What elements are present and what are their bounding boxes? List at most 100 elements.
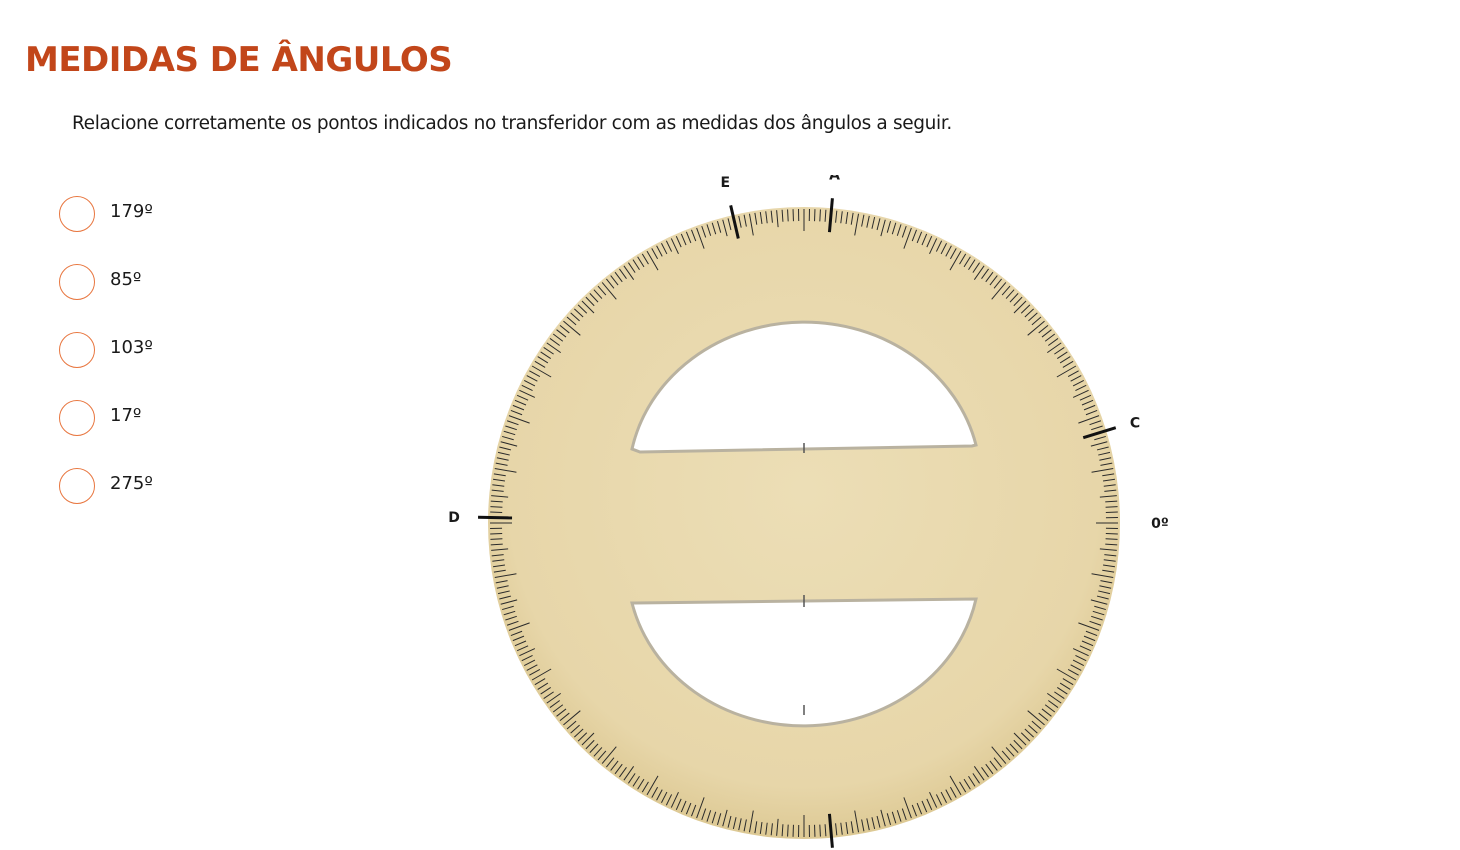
- scale-tick: [722, 219, 728, 237]
- scale-tick: [926, 235, 933, 248]
- scale-tick: [1057, 351, 1068, 359]
- scale-tick: [949, 250, 962, 271]
- scale-tick: [490, 506, 503, 508]
- answer-radio[interactable]: [59, 468, 95, 504]
- scale-tick: [949, 775, 962, 796]
- point-label: C: [1130, 415, 1140, 431]
- scale-tick: [1057, 687, 1068, 695]
- answer-radio[interactable]: [59, 196, 95, 232]
- scale-tick: [523, 659, 536, 666]
- scale-tick: [738, 215, 742, 228]
- scale-tick: [566, 720, 577, 730]
- scale-tick: [614, 763, 623, 775]
- scale-tick: [850, 212, 854, 225]
- scale-tick: [1091, 425, 1103, 431]
- scale-tick: [500, 441, 518, 447]
- scale-tick: [1102, 564, 1116, 568]
- scale-tick: [570, 724, 580, 734]
- scale-tick: [552, 333, 564, 342]
- scale-tick: [563, 710, 581, 726]
- scale-tick: [1089, 420, 1102, 426]
- scale-tick: [1001, 750, 1011, 761]
- scale-tick: [1100, 462, 1113, 466]
- scale-tick: [880, 219, 886, 237]
- scale-tick: [1070, 664, 1082, 671]
- answer-item[interactable]: 275º: [59, 466, 153, 506]
- scale-tick: [968, 259, 976, 270]
- scale-tick: [492, 478, 506, 482]
- scale-tick: [727, 815, 732, 828]
- scale-tick: [1091, 467, 1114, 473]
- scale-tick: [916, 802, 923, 815]
- scale-tick: [1072, 389, 1089, 398]
- scale-tick: [646, 250, 659, 271]
- scale-tick: [492, 564, 506, 568]
- scale-tick: [716, 221, 722, 233]
- scale-tick: [781, 824, 784, 837]
- scale-tick: [685, 802, 692, 815]
- answer-item[interactable]: 85º: [59, 262, 153, 302]
- answer-item[interactable]: 17º: [59, 398, 153, 438]
- scale-tick: [637, 778, 645, 790]
- scale-tick: [656, 789, 663, 801]
- protractor-window-bottom: [630, 597, 978, 728]
- scale-tick: [1062, 360, 1074, 368]
- scale-tick: [1091, 615, 1103, 621]
- scale-tick: [491, 548, 509, 551]
- scale-tick: [661, 242, 668, 255]
- scale-tick: [993, 757, 1002, 768]
- scale-tick: [623, 265, 635, 280]
- scale-tick: [597, 285, 607, 296]
- scale-tick: [1091, 573, 1114, 579]
- scale-tick: [711, 222, 717, 235]
- scale-tick: [748, 213, 754, 236]
- scale-tick: [903, 797, 912, 819]
- answer-label: 17º: [110, 404, 142, 426]
- scale-tick: [1085, 410, 1098, 416]
- scale-tick: [559, 712, 570, 721]
- scale-tick: [1027, 710, 1045, 726]
- scale-tick: [1104, 554, 1117, 557]
- scale-tick: [1062, 678, 1074, 686]
- scale-tick: [824, 824, 827, 837]
- instruction-text: Relacione corretamente os pontos indicad…: [72, 113, 952, 134]
- scale-tick: [819, 209, 821, 222]
- scale-tick: [963, 778, 971, 790]
- answer-item[interactable]: 103º: [59, 330, 153, 370]
- scale-tick: [559, 325, 570, 334]
- scale-tick: [614, 271, 623, 283]
- scale-tick: [1102, 473, 1115, 477]
- answer-item[interactable]: 179º: [59, 194, 153, 234]
- scale-tick: [589, 293, 599, 303]
- scale-tick: [496, 585, 509, 589]
- scale-tick: [706, 224, 712, 236]
- scale-tick: [670, 238, 679, 255]
- scale-tick: [765, 822, 768, 835]
- scale-tick: [738, 818, 742, 831]
- scale-tick: [577, 732, 588, 742]
- scale-tick: [493, 569, 506, 573]
- answer-radio[interactable]: [59, 264, 95, 300]
- answer-radio[interactable]: [59, 332, 95, 368]
- scale-tick: [516, 394, 529, 401]
- scale-tick: [505, 425, 517, 431]
- scale-tick: [876, 815, 881, 828]
- scale-tick: [503, 430, 516, 436]
- scale-tick: [727, 218, 732, 231]
- scale-tick: [896, 810, 902, 822]
- scale-tick: [503, 610, 516, 616]
- answer-radio[interactable]: [59, 400, 95, 436]
- scale-tick: [601, 746, 617, 764]
- scale-tick: [627, 262, 636, 273]
- scale-tick: [526, 664, 538, 671]
- scale-tick: [1038, 712, 1049, 721]
- scale-tick: [1105, 500, 1118, 503]
- scale-tick: [972, 773, 981, 784]
- scale-tick: [1075, 654, 1087, 662]
- scale-tick: [574, 728, 584, 738]
- scale-tick: [993, 278, 1002, 289]
- scale-tick: [1067, 370, 1079, 378]
- scale-tick: [781, 209, 784, 222]
- scale-tick: [1013, 732, 1027, 746]
